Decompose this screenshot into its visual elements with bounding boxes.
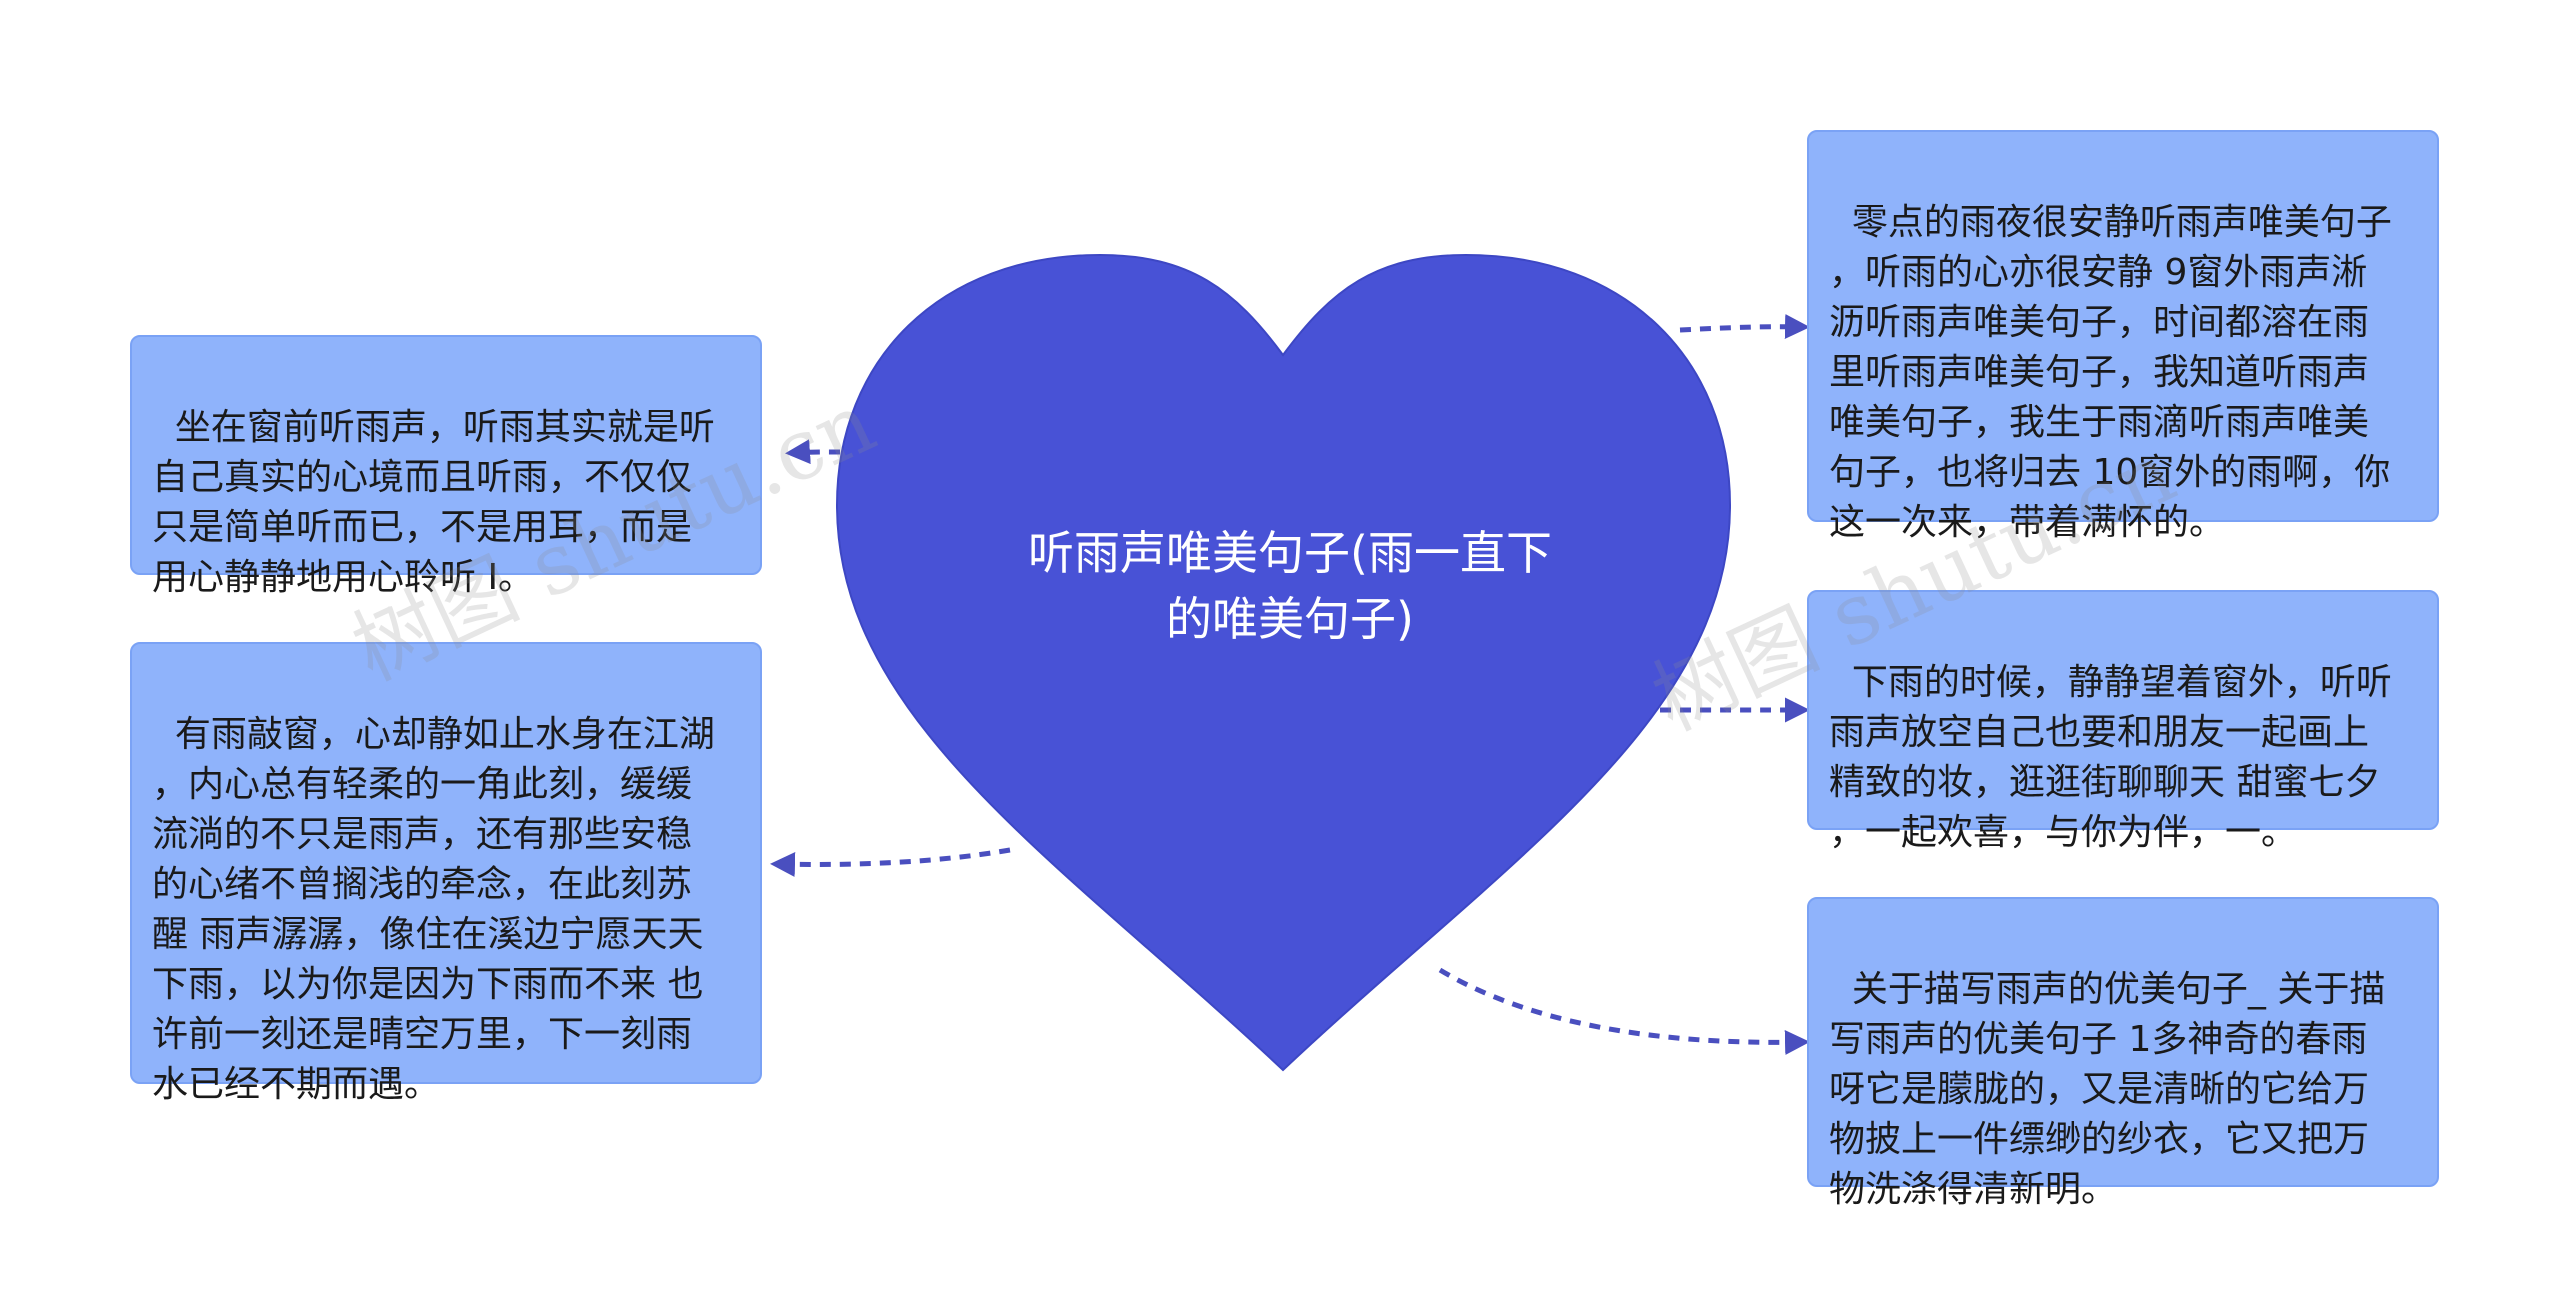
connector-right-3 (1438, 967, 1810, 1055)
connector-left-1 (785, 439, 841, 465)
topic-node-text: 关于描写雨声的优美句子_ 关于描 写雨声的优美句子 1多神奇的春雨 呀它是朦胧的… (1829, 969, 2386, 1210)
topic-node-left-1[interactable]: 坐在窗前听雨声，听雨其实就是听 自己真实的心境而且听雨，不仅仅 只是简单听而已，… (130, 335, 762, 598)
topic-node-text: 坐在窗前听雨声，听雨其实就是听 自己真实的心境而且听雨，不仅仅 只是简单听而已，… (152, 407, 715, 598)
connector-right-1 (1679, 314, 1810, 340)
topic-node-text: 有雨敲窗，心却静如止水身在江湖 ，内心总有轻柔的一角此刻，缓缓 流淌的不只是雨声… (152, 714, 715, 1105)
topic-node-right-2[interactable]: 下雨的时候，静静望着窗外，听听 雨声放空自己也要和朋友一起画上 精致的妆，逛逛街… (1807, 590, 2439, 853)
topic-node-right-1[interactable]: 零点的雨夜很安静听雨声唯美句子 ，听雨的心亦很安静 9窗外雨声淅 沥听雨声唯美句… (1807, 130, 2439, 543)
topic-node-text: 零点的雨夜很安静听雨声唯美句子 ，听雨的心亦很安静 9窗外雨声淅 沥听雨声唯美句… (1829, 202, 2392, 543)
heart-shape[interactable] (835, 253, 1732, 1072)
topic-node-right-3[interactable]: 关于描写雨声的优美句子_ 关于描 写雨声的优美句子 1多神奇的春雨 呀它是朦胧的… (1807, 897, 2439, 1210)
topic-node-left-2[interactable]: 有雨敲窗，心却静如止水身在江湖 ，内心总有轻柔的一角此刻，缓缓 流淌的不只是雨声… (130, 642, 762, 1105)
center-topic-title[interactable]: 听雨声唯美句子(雨一直下 的唯美句子) (1028, 526, 1552, 646)
connector-left-2 (770, 847, 1011, 877)
topic-node-text: 下雨的时候，静静望着窗外，听听 雨声放空自己也要和朋友一起画上 精致的妆，逛逛街… (1829, 662, 2392, 853)
